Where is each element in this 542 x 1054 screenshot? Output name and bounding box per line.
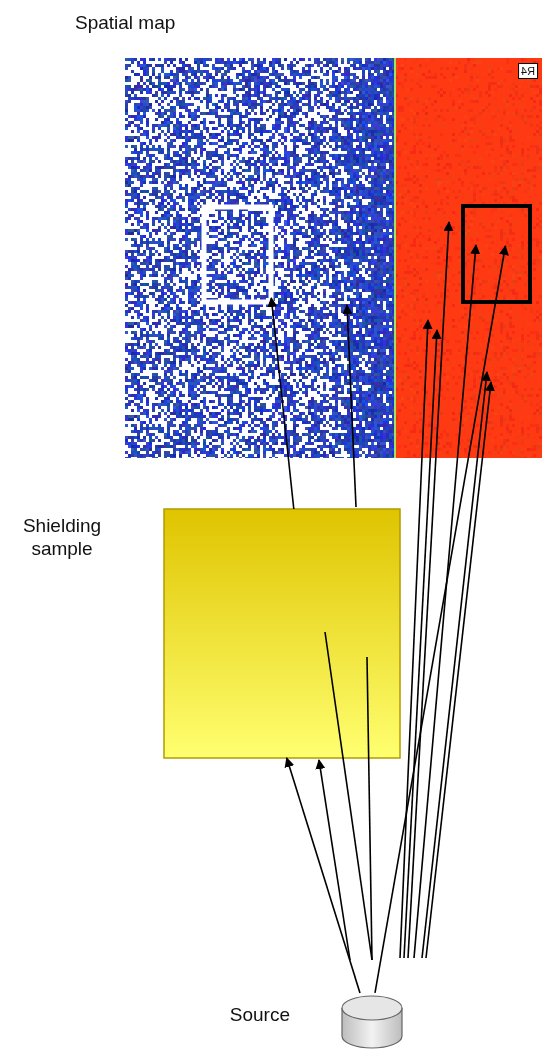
shielding-sample: Shielding sample — [164, 509, 400, 758]
boundary-line — [394, 58, 396, 458]
ray-arrow — [271, 298, 294, 509]
ray-arrows — [319, 222, 491, 960]
source-cylinder — [342, 996, 402, 1020]
map-tag: R4 — [518, 63, 538, 79]
map-title: Spatial map — [75, 12, 175, 35]
ray-arrow — [375, 246, 505, 993]
ray-arrow — [287, 758, 360, 993]
roi-box — [204, 207, 271, 302]
shielding-block — [164, 509, 400, 758]
spatial-map: Spatial map — [125, 58, 542, 458]
source: Source — [342, 990, 402, 1048]
sample-label: Shielding sample — [6, 515, 118, 561]
source-label: Source — [230, 1004, 290, 1027]
